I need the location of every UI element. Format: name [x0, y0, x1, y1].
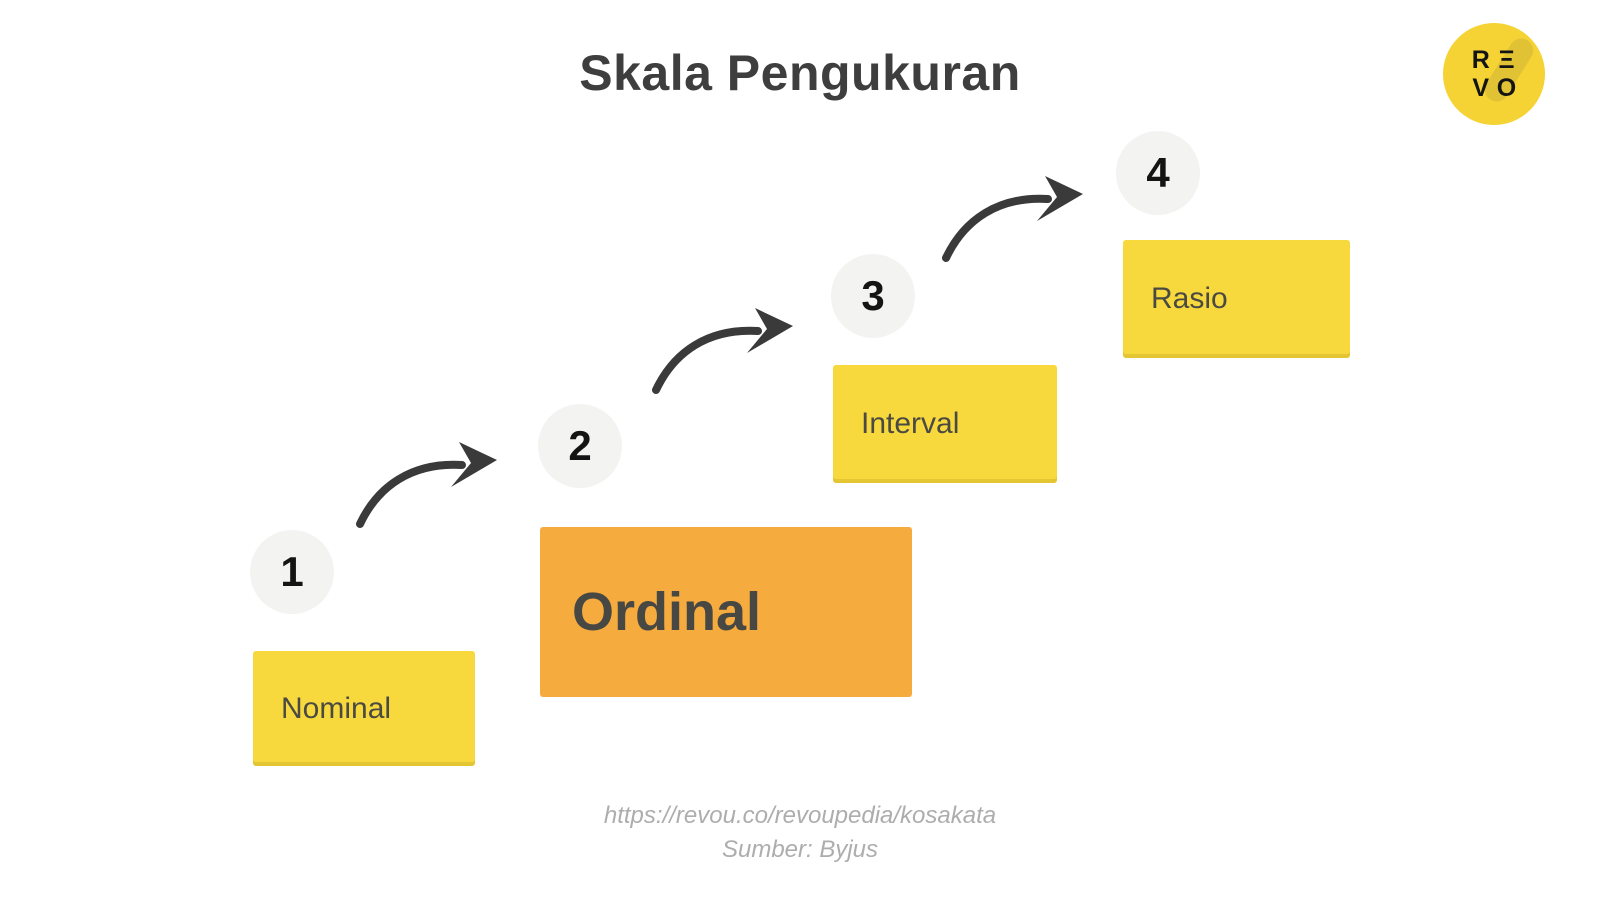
step-2-ordinal-box: Ordinal	[540, 527, 912, 697]
logo-letter: V	[1472, 73, 1490, 102]
step-4-rasio-box: Rasio	[1123, 240, 1350, 358]
step-3-number-badge: 3	[831, 254, 915, 338]
logo-letter: O	[1496, 73, 1517, 102]
curved-arrow-icon-1	[356, 442, 497, 528]
footer-source-url: https://revou.co/revoupedia/kosakata	[603, 802, 997, 829]
step-3-label: Interval	[861, 407, 960, 440]
step-1-label: Nominal	[281, 691, 392, 725]
step-2-label: Ordinal	[572, 582, 762, 642]
step-1-nominal-box: Nominal	[253, 651, 475, 766]
step-1-number: 1	[280, 548, 304, 595]
step-4-label: Rasio	[1151, 282, 1228, 315]
page-title: Skala Pengukuran	[579, 45, 1021, 101]
step-4-number-badge: 4	[1116, 131, 1200, 215]
curved-arrow-icon-2	[652, 308, 793, 394]
footer-source-label: Sumber: Byjus	[721, 836, 879, 863]
revou-logo: R Ξ V O	[1443, 23, 1545, 125]
curved-arrow-icon-3	[942, 176, 1083, 262]
logo-letter: R	[1471, 45, 1490, 74]
step-1-number-badge: 1	[250, 530, 334, 614]
step-2-number: 2	[568, 422, 592, 469]
step-3-interval-box: Interval	[833, 365, 1057, 483]
step-3-number: 3	[861, 272, 885, 319]
step-2-number-badge: 2	[538, 404, 622, 488]
step-4-number: 4	[1146, 149, 1170, 196]
logo-letter: Ξ	[1498, 45, 1515, 74]
